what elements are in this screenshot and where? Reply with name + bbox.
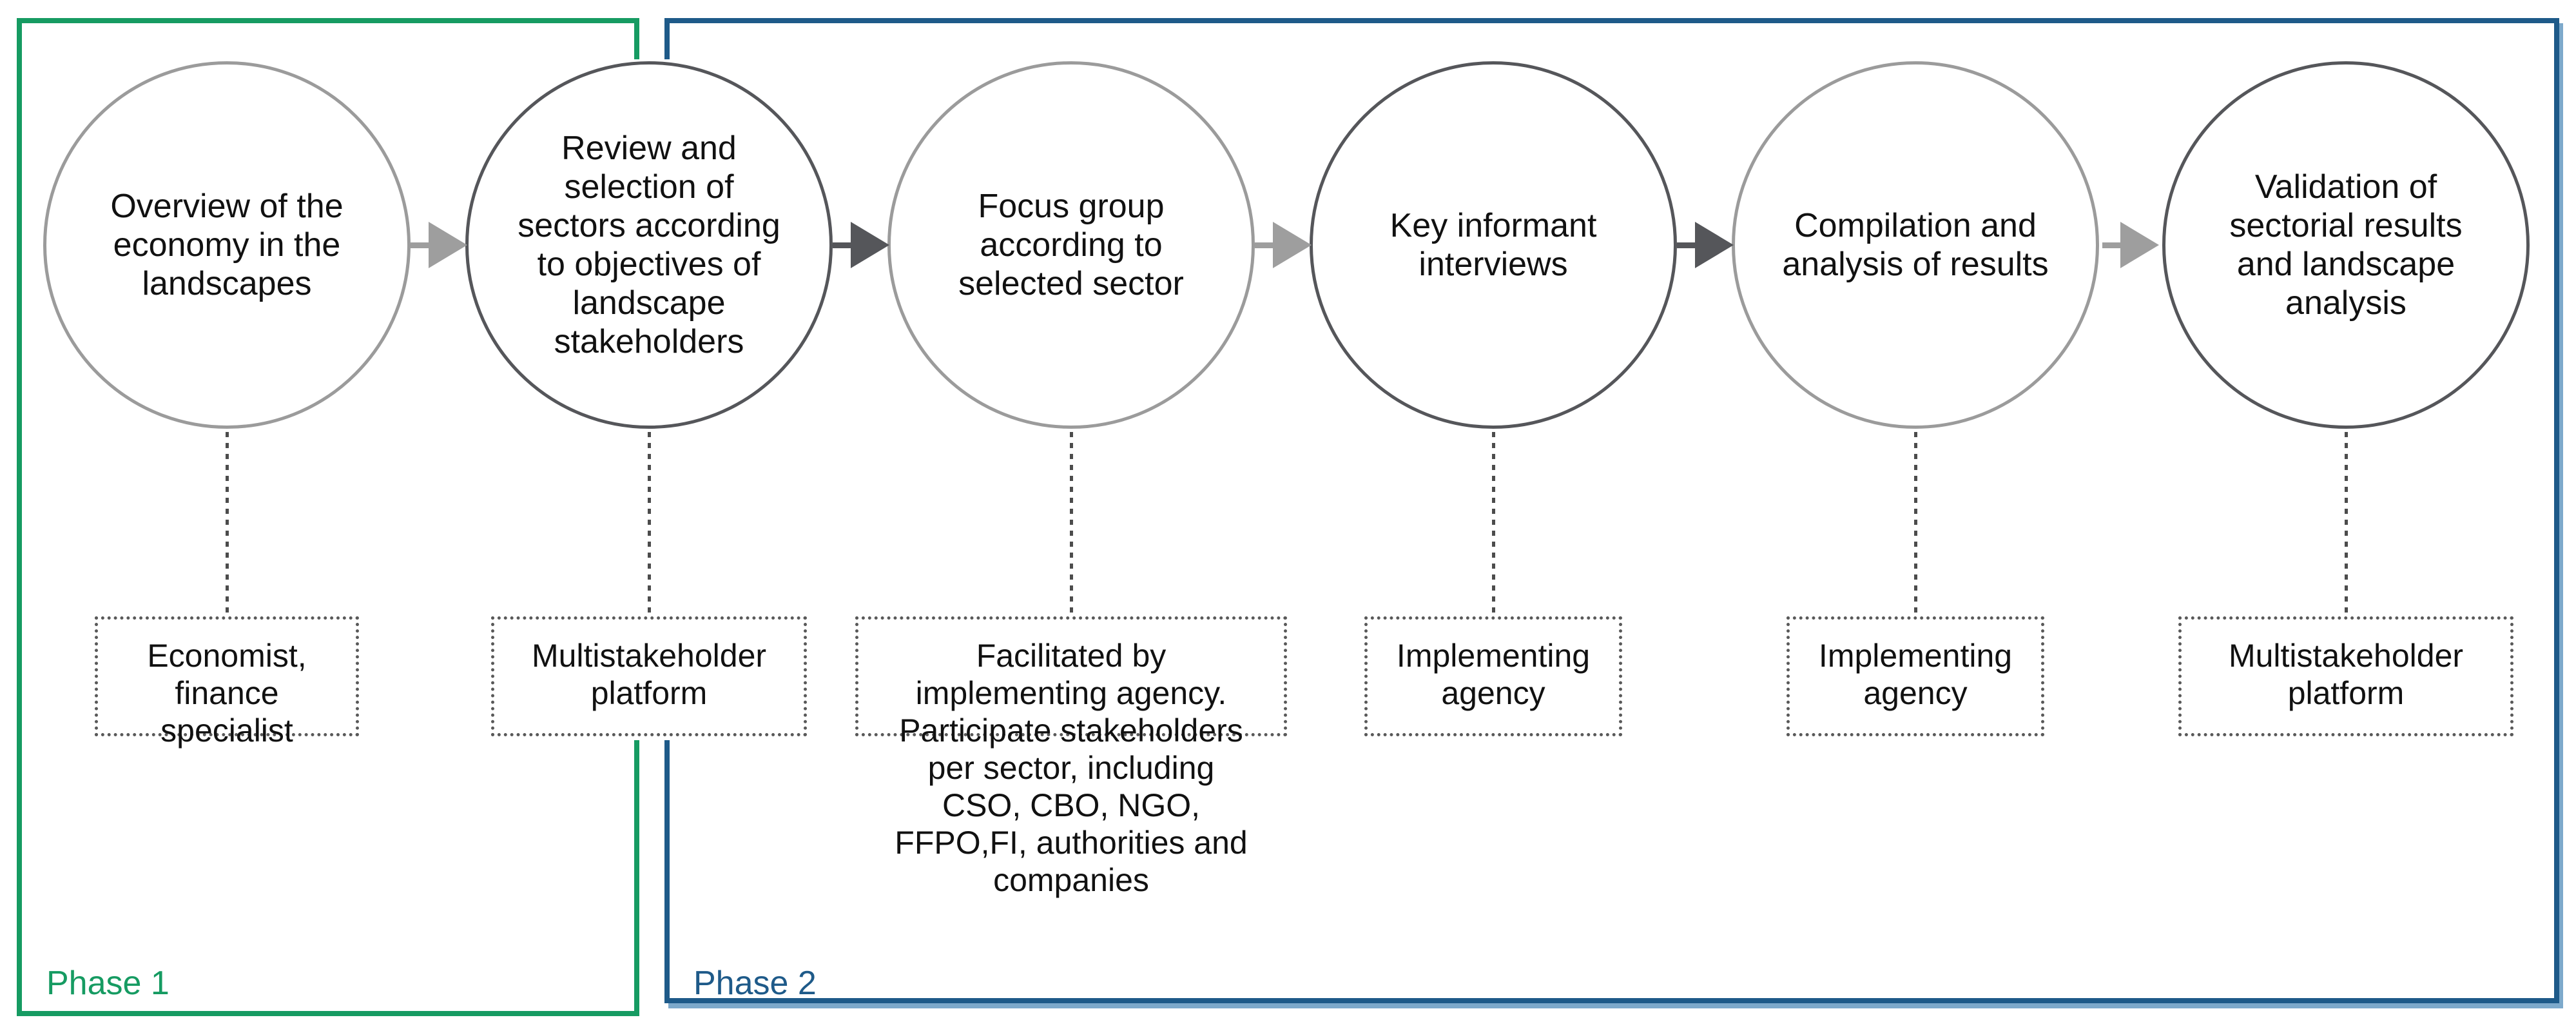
arrow-tail — [411, 242, 429, 248]
step-circle-6: Validation of sectorial results and land… — [2162, 61, 2530, 429]
arrow-right-icon — [411, 222, 467, 268]
connector-line — [226, 432, 229, 616]
step-circle-5: Compilation and analysis of results — [1732, 61, 2099, 429]
connector-line — [1914, 432, 1917, 616]
arrow-right-icon — [2102, 222, 2159, 268]
arrow-right-icon — [1255, 222, 1312, 268]
arrow-tail — [2102, 242, 2120, 248]
arrow-head — [429, 222, 467, 268]
arrow-head — [851, 222, 889, 268]
arrow-head — [1273, 222, 1312, 268]
step-circle-3: Focus group according to selected sector — [887, 61, 1255, 429]
connector-line — [1070, 432, 1073, 616]
arrow-tail — [833, 242, 851, 248]
responsible-box-2 — [491, 616, 807, 736]
phase1-label: Phase 1 — [46, 965, 169, 1002]
responsible-label-5: Implementing agency — [1818, 638, 2013, 711]
connector-line — [2345, 432, 2348, 616]
arrow-head — [1695, 222, 1734, 268]
responsible-label-1: Economist, finance specialist — [147, 638, 307, 749]
responsible-box-6 — [2178, 616, 2513, 736]
step-circle-2: Review and selection of sectors accordin… — [465, 61, 833, 429]
responsible-label-2: Multistakeholder platform — [531, 638, 767, 711]
responsible-box-3 — [855, 616, 1287, 736]
connector-line — [1492, 432, 1495, 616]
arrow-head — [2120, 222, 2159, 268]
arrow-tail — [1255, 242, 1273, 248]
arrow-right-icon — [1677, 222, 1734, 268]
responsible-box-1 — [95, 616, 359, 736]
arrow-right-icon — [833, 222, 889, 268]
responsible-label-3: Facilitated by implementing agency. Part… — [895, 638, 1248, 898]
responsible-box-5 — [1787, 616, 2044, 736]
responsible-box-4 — [1364, 616, 1622, 736]
connector-line — [648, 432, 651, 616]
responsible-label-6: Multistakeholder platform — [2228, 638, 2464, 711]
step-circle-4: Key informant interviews — [1310, 61, 1677, 429]
step-circle-1: Overview of the economy in the landscape… — [43, 61, 411, 429]
responsible-label-4: Implementing agency — [1396, 638, 1591, 711]
arrow-tail — [1677, 242, 1695, 248]
phase2-label: Phase 2 — [693, 965, 817, 1002]
